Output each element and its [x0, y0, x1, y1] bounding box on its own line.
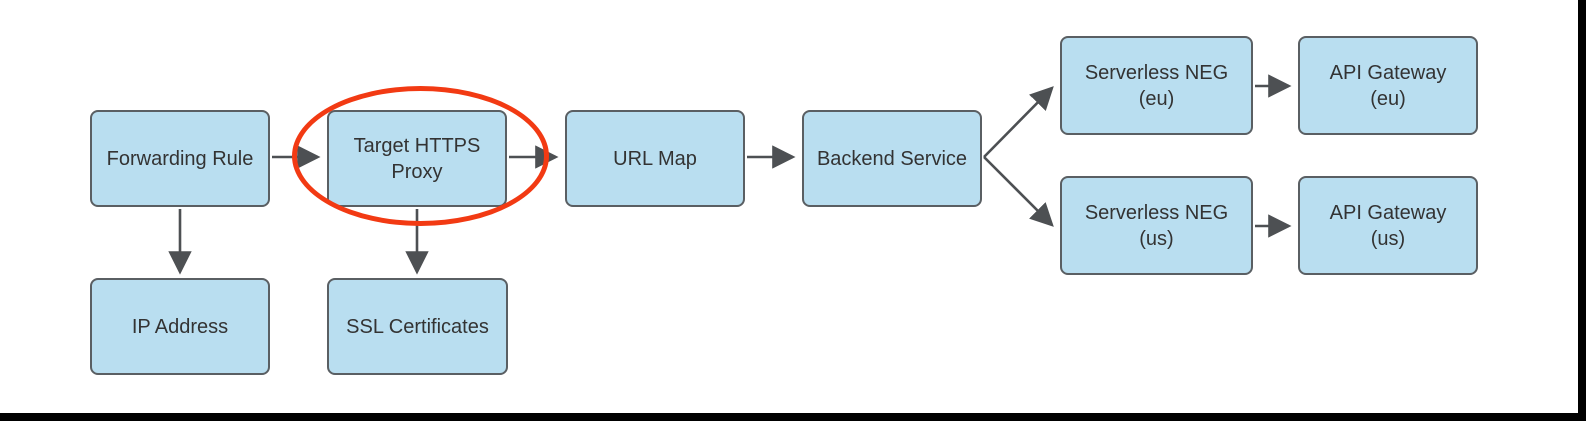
node-serverless-neg-us[interactable]: Serverless NEG (us) [1060, 176, 1253, 275]
node-ip-address[interactable]: IP Address [90, 278, 270, 375]
edge-backend-service-to-serverless-neg-us [983, 156, 1054, 227]
node-api-gateway-us[interactable]: API Gateway (us) [1298, 176, 1478, 275]
node-url-map[interactable]: URL Map [565, 110, 745, 207]
frame-right-edge [1578, 0, 1586, 421]
edge-backend-service-to-serverless-neg-eu [983, 86, 1054, 158]
node-serverless-neg-eu[interactable]: Serverless NEG (eu) [1060, 36, 1253, 135]
node-ssl-certificates[interactable]: SSL Certificates [327, 278, 508, 375]
node-api-gateway-eu[interactable]: API Gateway (eu) [1298, 36, 1478, 135]
frame-bottom-edge [0, 413, 1586, 421]
node-backend-service[interactable]: Backend Service [802, 110, 982, 207]
node-target-https-proxy[interactable]: Target HTTPS Proxy [327, 110, 507, 207]
node-forwarding-rule[interactable]: Forwarding Rule [90, 110, 270, 207]
